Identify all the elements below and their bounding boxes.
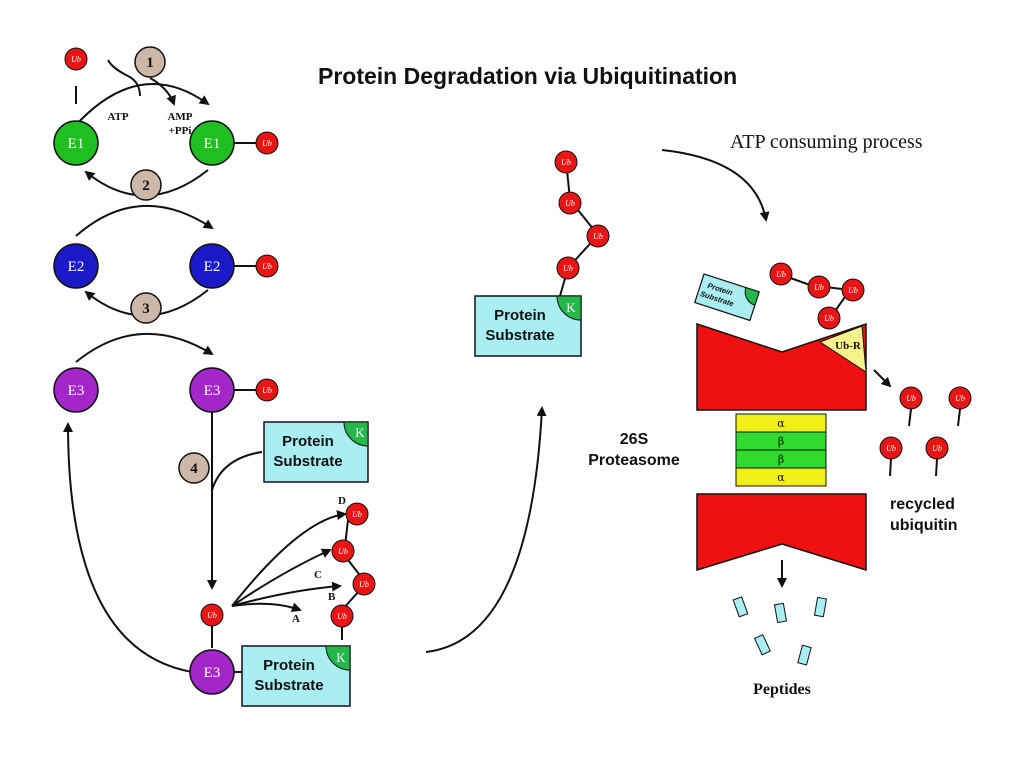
svg-text:E3: E3 (204, 383, 221, 399)
enzyme-e3-free: E3 (53, 367, 99, 413)
amp-label: AMP (167, 111, 192, 123)
enzyme-e3-bound: E3 (189, 626, 242, 695)
svg-text:Ub: Ub (565, 199, 575, 208)
svg-text:E1: E1 (204, 136, 221, 152)
step-badge-3: 3 (130, 292, 162, 324)
svg-text:Substrate: Substrate (273, 453, 342, 470)
svg-text:Substrate: Substrate (485, 327, 554, 344)
svg-text:β: β (778, 453, 784, 466)
svg-text:Ub: Ub (359, 580, 369, 589)
enzyme-e2-free: E2 (53, 243, 99, 289)
protein-substrate-bound: K Protein Substrate (241, 645, 351, 707)
branch-label-a: A (292, 613, 300, 625)
svg-text:Ub: Ub (262, 139, 272, 148)
svg-text:Ub: Ub (262, 262, 272, 271)
svg-text:Ub: Ub (561, 158, 571, 167)
svg-text:1: 1 (146, 55, 154, 71)
atp-label: ATP (107, 111, 128, 123)
proteasome-26s: α β β α Ub-R (696, 322, 867, 572)
svg-text:Ub: Ub (563, 264, 573, 273)
branch-label-d: D (338, 495, 346, 507)
recycled-label-line2: ubiquitin (890, 517, 958, 534)
protein-substrate-incoming: K Protein Substrate (263, 421, 369, 483)
svg-text:α: α (777, 417, 785, 430)
svg-text:4: 4 (190, 461, 198, 477)
svg-text:Ub: Ub (848, 286, 858, 295)
svg-text:Ub: Ub (593, 232, 603, 241)
ub-receptor-label: Ub-R (835, 340, 862, 352)
ubiquitin-branch-c: Ub (331, 539, 355, 563)
step-badge-1: 1 (134, 46, 166, 78)
ubiquitin-chain-entering: Ub Ub Ub Ub (769, 262, 865, 330)
svg-text:3: 3 (142, 301, 150, 317)
svg-text:α: α (777, 471, 785, 484)
svg-text:Ub: Ub (262, 386, 272, 395)
ubiquitin-free: Ub (64, 47, 88, 71)
svg-text:β: β (778, 435, 784, 448)
enzyme-e1-free: E1 (53, 120, 99, 166)
svg-text:E3: E3 (68, 383, 85, 399)
svg-text:Ub: Ub (814, 283, 824, 292)
ubiquitin-on-e3-bound: Ub (200, 603, 224, 627)
svg-text:Ub: Ub (886, 444, 896, 453)
ubiquitin-on-e2: Ub (255, 254, 279, 278)
proteasome-label-line1: 26S (620, 431, 649, 448)
svg-text:K: K (355, 425, 365, 440)
protein-substrate-tagged: K Protein Substrate (474, 295, 582, 357)
protein-substrate-entering: Protein Substrate (693, 273, 760, 322)
branch-label-c: C (314, 569, 322, 581)
svg-text:Protein: Protein (494, 307, 546, 324)
svg-text:Ub: Ub (338, 547, 348, 556)
svg-text:Protein: Protein (282, 433, 334, 450)
ppi-label: +PPi (169, 125, 192, 137)
svg-text:E2: E2 (204, 259, 221, 275)
ubiquitin-on-e3: Ub (255, 378, 279, 402)
svg-text:E2: E2 (68, 259, 85, 275)
svg-text:Ub: Ub (352, 510, 362, 519)
svg-text:Ub: Ub (207, 611, 217, 620)
step-badge-2: 2 (130, 169, 162, 201)
svg-text:Ub: Ub (906, 394, 916, 403)
step-badge-4: 4 (178, 452, 210, 484)
enzyme-e3-ub: E3 (189, 367, 256, 413)
svg-text:Ub: Ub (71, 55, 81, 64)
svg-text:Ub: Ub (337, 612, 347, 621)
recycled-label-line1: recycled (890, 496, 955, 513)
peptides-label: Peptides (753, 681, 811, 698)
ubiquitin-branch-d: Ub (345, 502, 369, 526)
svg-text:Ub: Ub (776, 270, 786, 279)
svg-text:Ub: Ub (824, 314, 834, 323)
diagram-title: Protein Degradation via Ubiquitination (318, 63, 737, 89)
svg-text:Ub: Ub (955, 394, 965, 403)
svg-text:K: K (566, 300, 576, 315)
enzyme-e1-ub: E1 (189, 120, 256, 166)
svg-text:E3: E3 (204, 665, 221, 681)
branch-label-b: B (328, 591, 336, 603)
svg-text:Substrate: Substrate (254, 677, 323, 694)
enzyme-e2-ub: E2 (189, 243, 256, 289)
ubiquitin-branch-a: Ub (330, 604, 354, 628)
ubiquitin-branch-b: Ub (352, 572, 376, 596)
peptide-fragments (732, 596, 828, 666)
svg-text:E1: E1 (68, 136, 85, 152)
ubiquitin-on-e1: Ub (255, 131, 279, 155)
atp-consuming-note: ATP consuming process (730, 131, 923, 153)
svg-text:Ub: Ub (932, 444, 942, 453)
svg-text:2: 2 (142, 178, 150, 194)
svg-text:Protein: Protein (263, 657, 315, 674)
ubiquitin-chain-middle: Ub Ub Ub Ub (554, 150, 610, 280)
svg-text:K: K (336, 650, 346, 665)
proteasome-label-line2: Proteasome (588, 452, 680, 469)
recycled-ubiquitin-group: Ub Ub Ub Ub (879, 386, 972, 477)
